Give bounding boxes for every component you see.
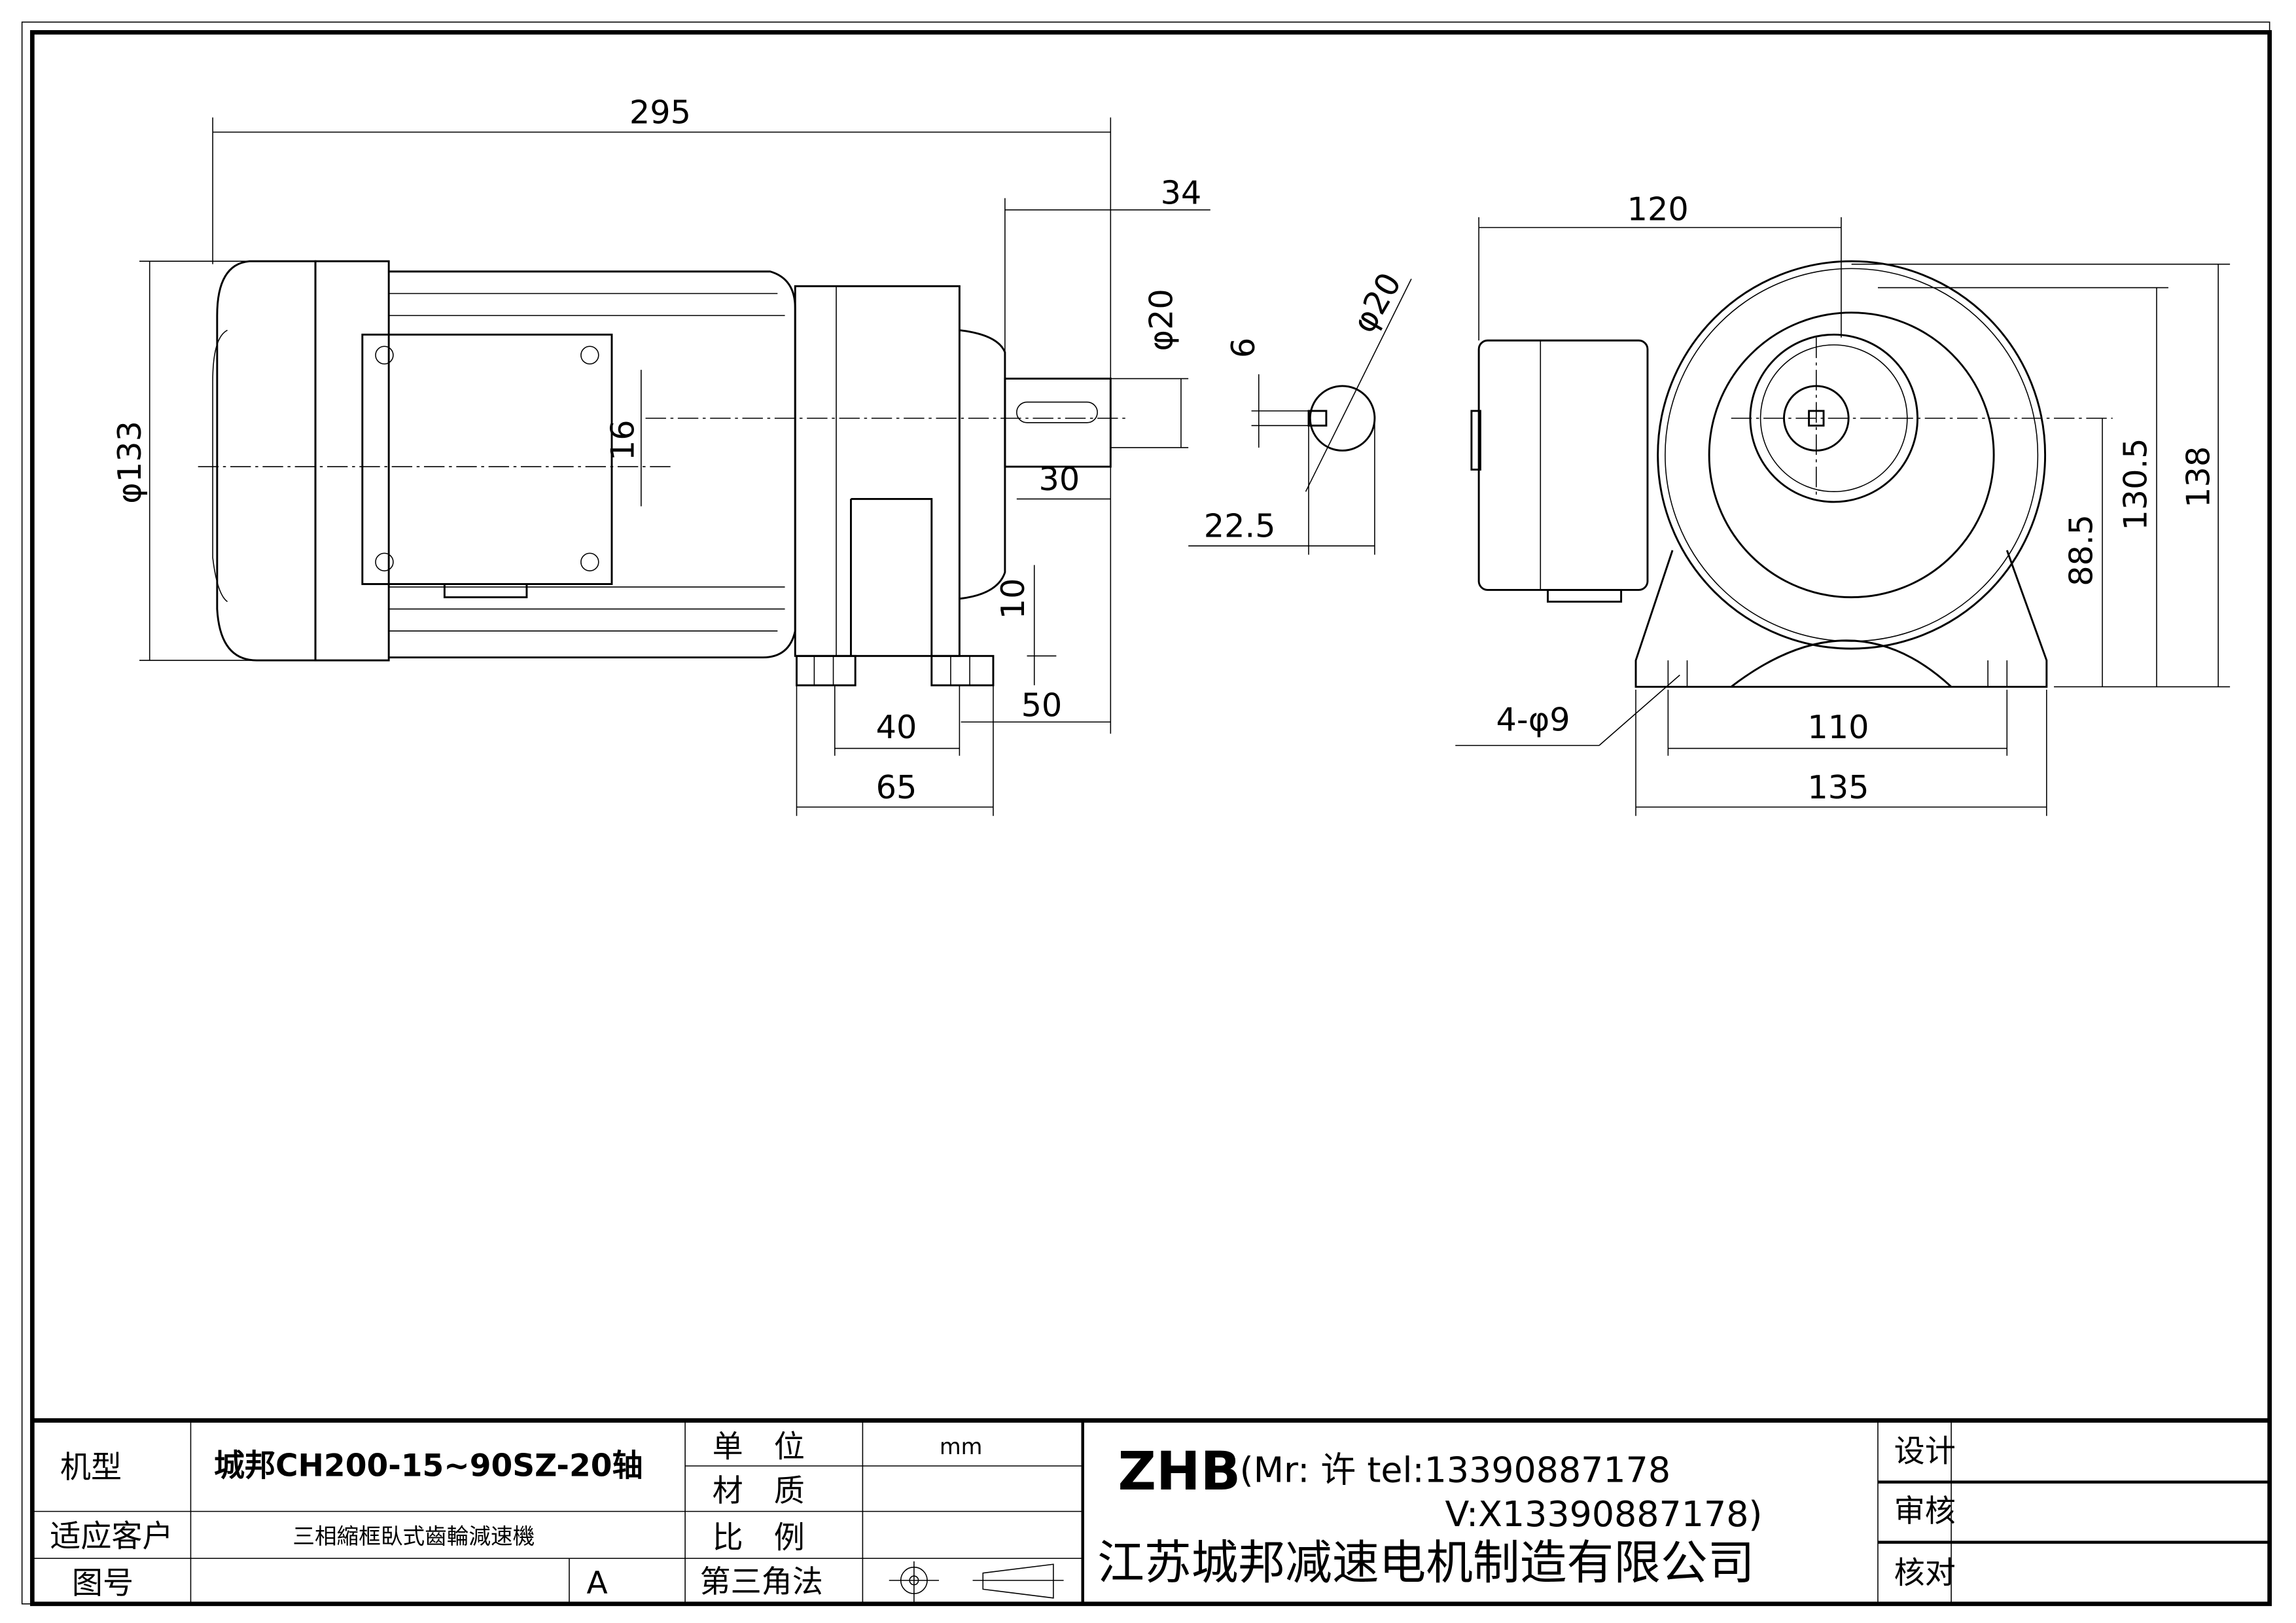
dim-key-width: 6 [1224,338,1262,358]
dim-front-width: 120 [1627,190,1689,228]
dim-foot-hole-spacing: 40 [876,708,917,746]
drawing-border [29,30,2272,1607]
model-label: 机型 [60,1450,122,1486]
dim-cover-height: 130.5 [2116,438,2154,530]
check-label: 核对 [1894,1555,1956,1591]
dim-shaft-dia: φ20 [1142,289,1180,351]
dim-foot-hole-span: 110 [1807,708,1869,746]
dim-foot-to-shaft: 50 [1021,686,1063,724]
unit-value: mm [940,1434,983,1459]
drawing-rev: A [586,1565,607,1601]
dim-key-depth: 22.5 [1204,507,1276,545]
dim-base-width: 135 [1807,768,1869,806]
model-value: 城邦CH200-15~90SZ-20轴 [214,1448,643,1484]
dim-foot-thickness: 10 [994,579,1032,620]
dim-hole-spec: 4-φ9 [1496,701,1570,739]
dim-center-offset: 16 [604,419,642,461]
front-view [1470,260,2113,688]
side-view [198,260,1130,687]
dim-shaft-height: 88.5 [2062,514,2100,586]
front-view-dimensions: 120 4-φ9 110 135 88.5 130.5 138 [1455,190,2231,816]
outer-frame [21,21,2270,1605]
customer-label: 适应客户 [50,1518,173,1554]
customer-value: 三相縮框臥式齒輪減速機 [292,1524,535,1549]
brand-logo: ZHB [1118,1441,1241,1503]
dim-motor-dia: φ133 [111,421,149,504]
contact-line-2: V:X13390887178) [1445,1493,1763,1535]
third-angle-projection-icon [889,1561,1064,1603]
drawing-no-label: 图号 [72,1565,133,1601]
dim-shaft-length: 34 [1161,174,1202,212]
design-label: 设计 [1894,1433,1956,1469]
unit-label: 单 位 [713,1429,805,1465]
review-label: 审核 [1894,1493,1956,1529]
company-name: 江苏城邦减速电机制造有限公司 [1097,1535,1754,1590]
shaft-section: φ20 6 22.5 [1188,266,1412,555]
dim-overall-length: 295 [629,93,691,131]
material-label: 材 质 [713,1473,805,1509]
side-view-dimensions: 295 34 φ20 φ133 16 30 10 50 40 65 [111,93,1210,816]
title-block: 机型 城邦CH200-15~90SZ-20轴 适应客户 三相縮框臥式齒輪減速機 … [32,1418,2270,1604]
dim-foot-length: 65 [876,768,917,806]
contact-line-1: (Mr: 许 tel:13390887178 [1240,1450,1670,1491]
dim-total-height: 138 [2180,446,2217,508]
dim-key-length: 30 [1038,460,1080,498]
scale-label: 比 例 [713,1520,805,1556]
projection-label: 第三角法 [700,1564,823,1600]
